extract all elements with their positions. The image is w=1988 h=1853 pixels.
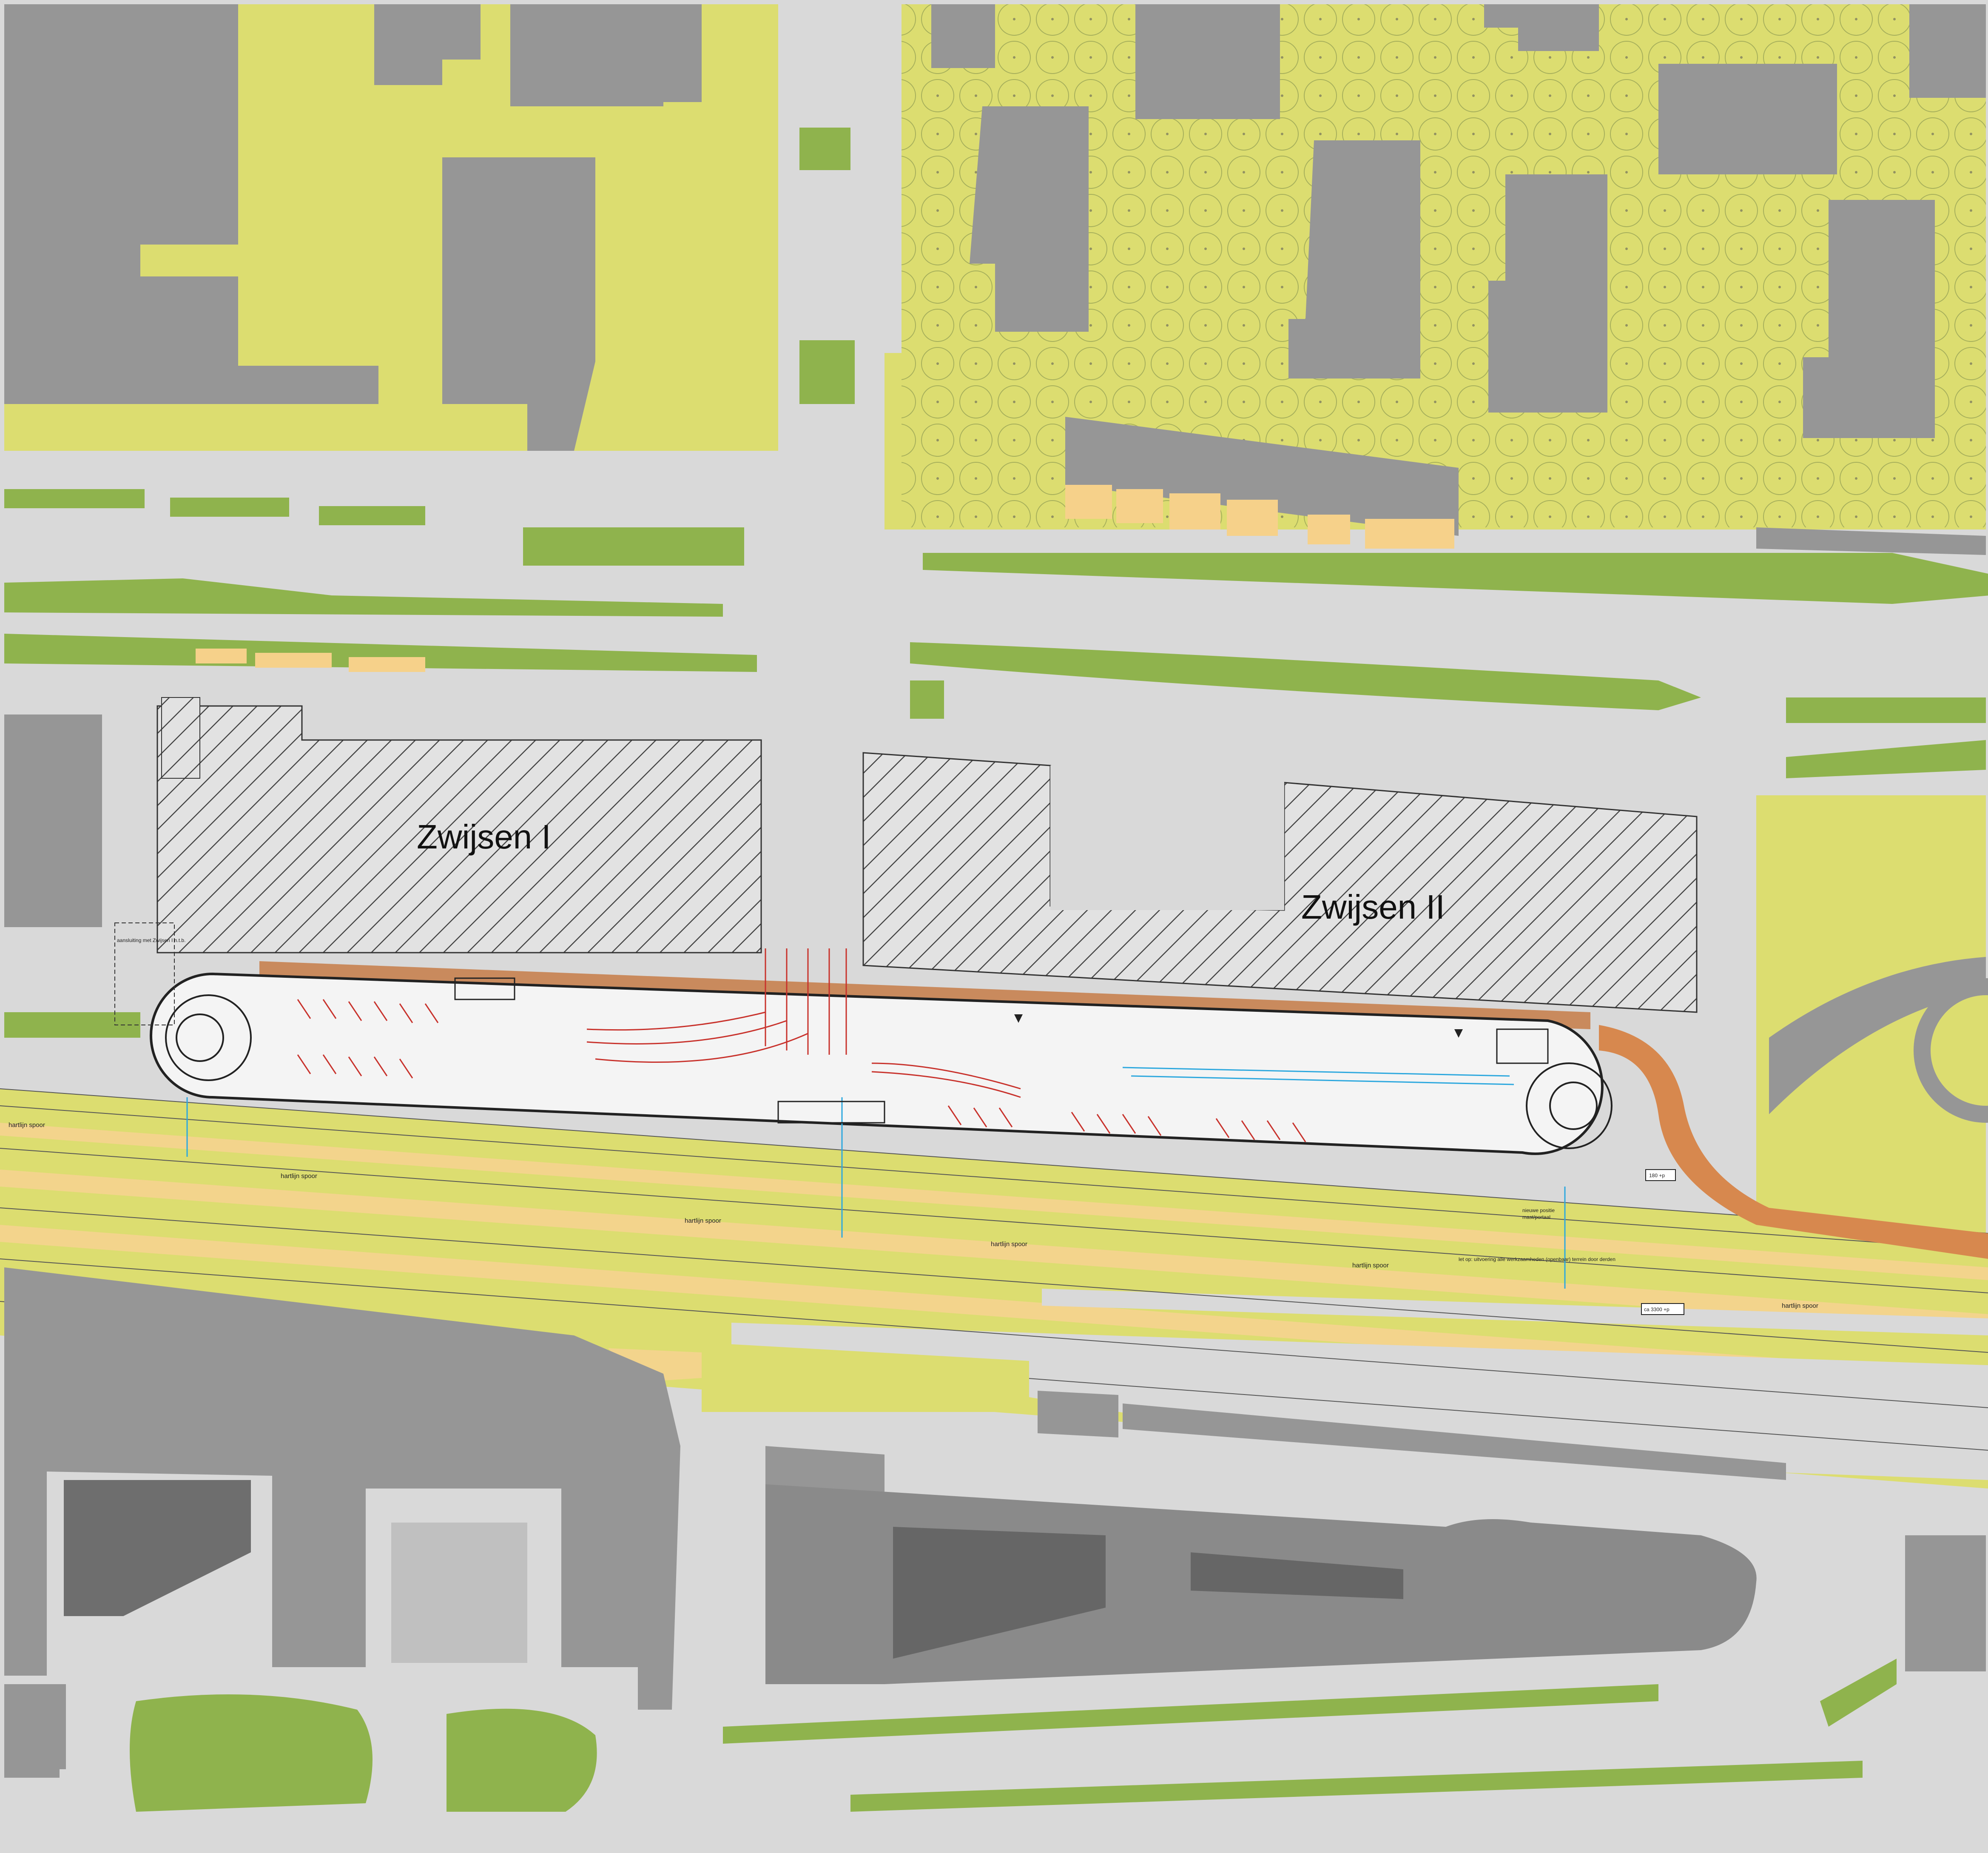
rail-sand-2 (0, 1170, 1988, 1331)
north-marker-icon-2 (1454, 1029, 1463, 1038)
note-box-aansluiting (114, 922, 175, 1025)
label-nieuwe-positie: nieuwe positie (1522, 1207, 1555, 1213)
label-nieuwe-positie-2: mast/portaal (1522, 1214, 1550, 1220)
svg-text:hartlijn spoor: hartlijn spoor (991, 1241, 1027, 1248)
park-south-east (447, 1708, 597, 1812)
buildings-north (4, 4, 1986, 555)
label-dim-180: 180 +p (1649, 1173, 1665, 1178)
svg-text:hartlijn spoor: hartlijn spoor (281, 1173, 317, 1180)
green-strip-south-3 (1820, 1659, 1897, 1727)
park-south-west (130, 1694, 373, 1812)
plot-zwijsen-1 (156, 705, 762, 954)
lane-markers (196, 649, 425, 672)
green-strip-south-1 (723, 1684, 1658, 1744)
label-zwijsen-2: Zwijsen II (1301, 888, 1445, 926)
platform-long (731, 1323, 1988, 1480)
label-dim-3300: ca 3300 +p (1644, 1306, 1669, 1312)
parking-bays-north (1065, 485, 1454, 549)
green-strip-south-2 (850, 1761, 1863, 1812)
svg-text:hartlijn spoor: hartlijn spoor (9, 1121, 45, 1129)
label-aansluiting: aansluiting met Zwijsen I n.t.b. (117, 937, 185, 943)
label-zwijsen-1: Zwijsen I (417, 818, 551, 856)
green-strips (4, 128, 1988, 1038)
svg-text:hartlijn spoor: hartlijn spoor (685, 1217, 721, 1224)
building-west (4, 714, 102, 927)
square-south (391, 1523, 527, 1663)
north-marker-icon (1014, 1014, 1023, 1023)
rail-sand-1 (0, 1123, 1988, 1280)
rail-axis-labels: hartlijn spoor hartlijn spoor hartlijn s… (9, 1121, 1818, 1309)
plot-zwijsen-1-left (161, 697, 200, 779)
svg-text:hartlijn spoor: hartlijn spoor (1782, 1302, 1818, 1309)
roundhouse-inner (1931, 995, 1988, 1106)
dim-box-180 (1645, 1169, 1676, 1181)
bike-path-curve (1599, 1025, 1988, 1259)
svg-text:hartlijn spoor: hartlijn spoor (1352, 1262, 1389, 1269)
parking-garage (150, 948, 1613, 1289)
platform-strip (1042, 1289, 1988, 1335)
roundhouse-building (1769, 957, 1986, 1114)
bus-station-canopy-2 (1191, 1552, 1403, 1599)
building-south-inner (64, 1480, 251, 1616)
bus-station-canopy (893, 1527, 1106, 1659)
dim-box-3300 (1641, 1303, 1684, 1315)
courtyard-zwijsen-2 (1050, 766, 1284, 910)
label-let-op: let op: uitvoering alle werkzaamheden (o… (1459, 1256, 1615, 1262)
